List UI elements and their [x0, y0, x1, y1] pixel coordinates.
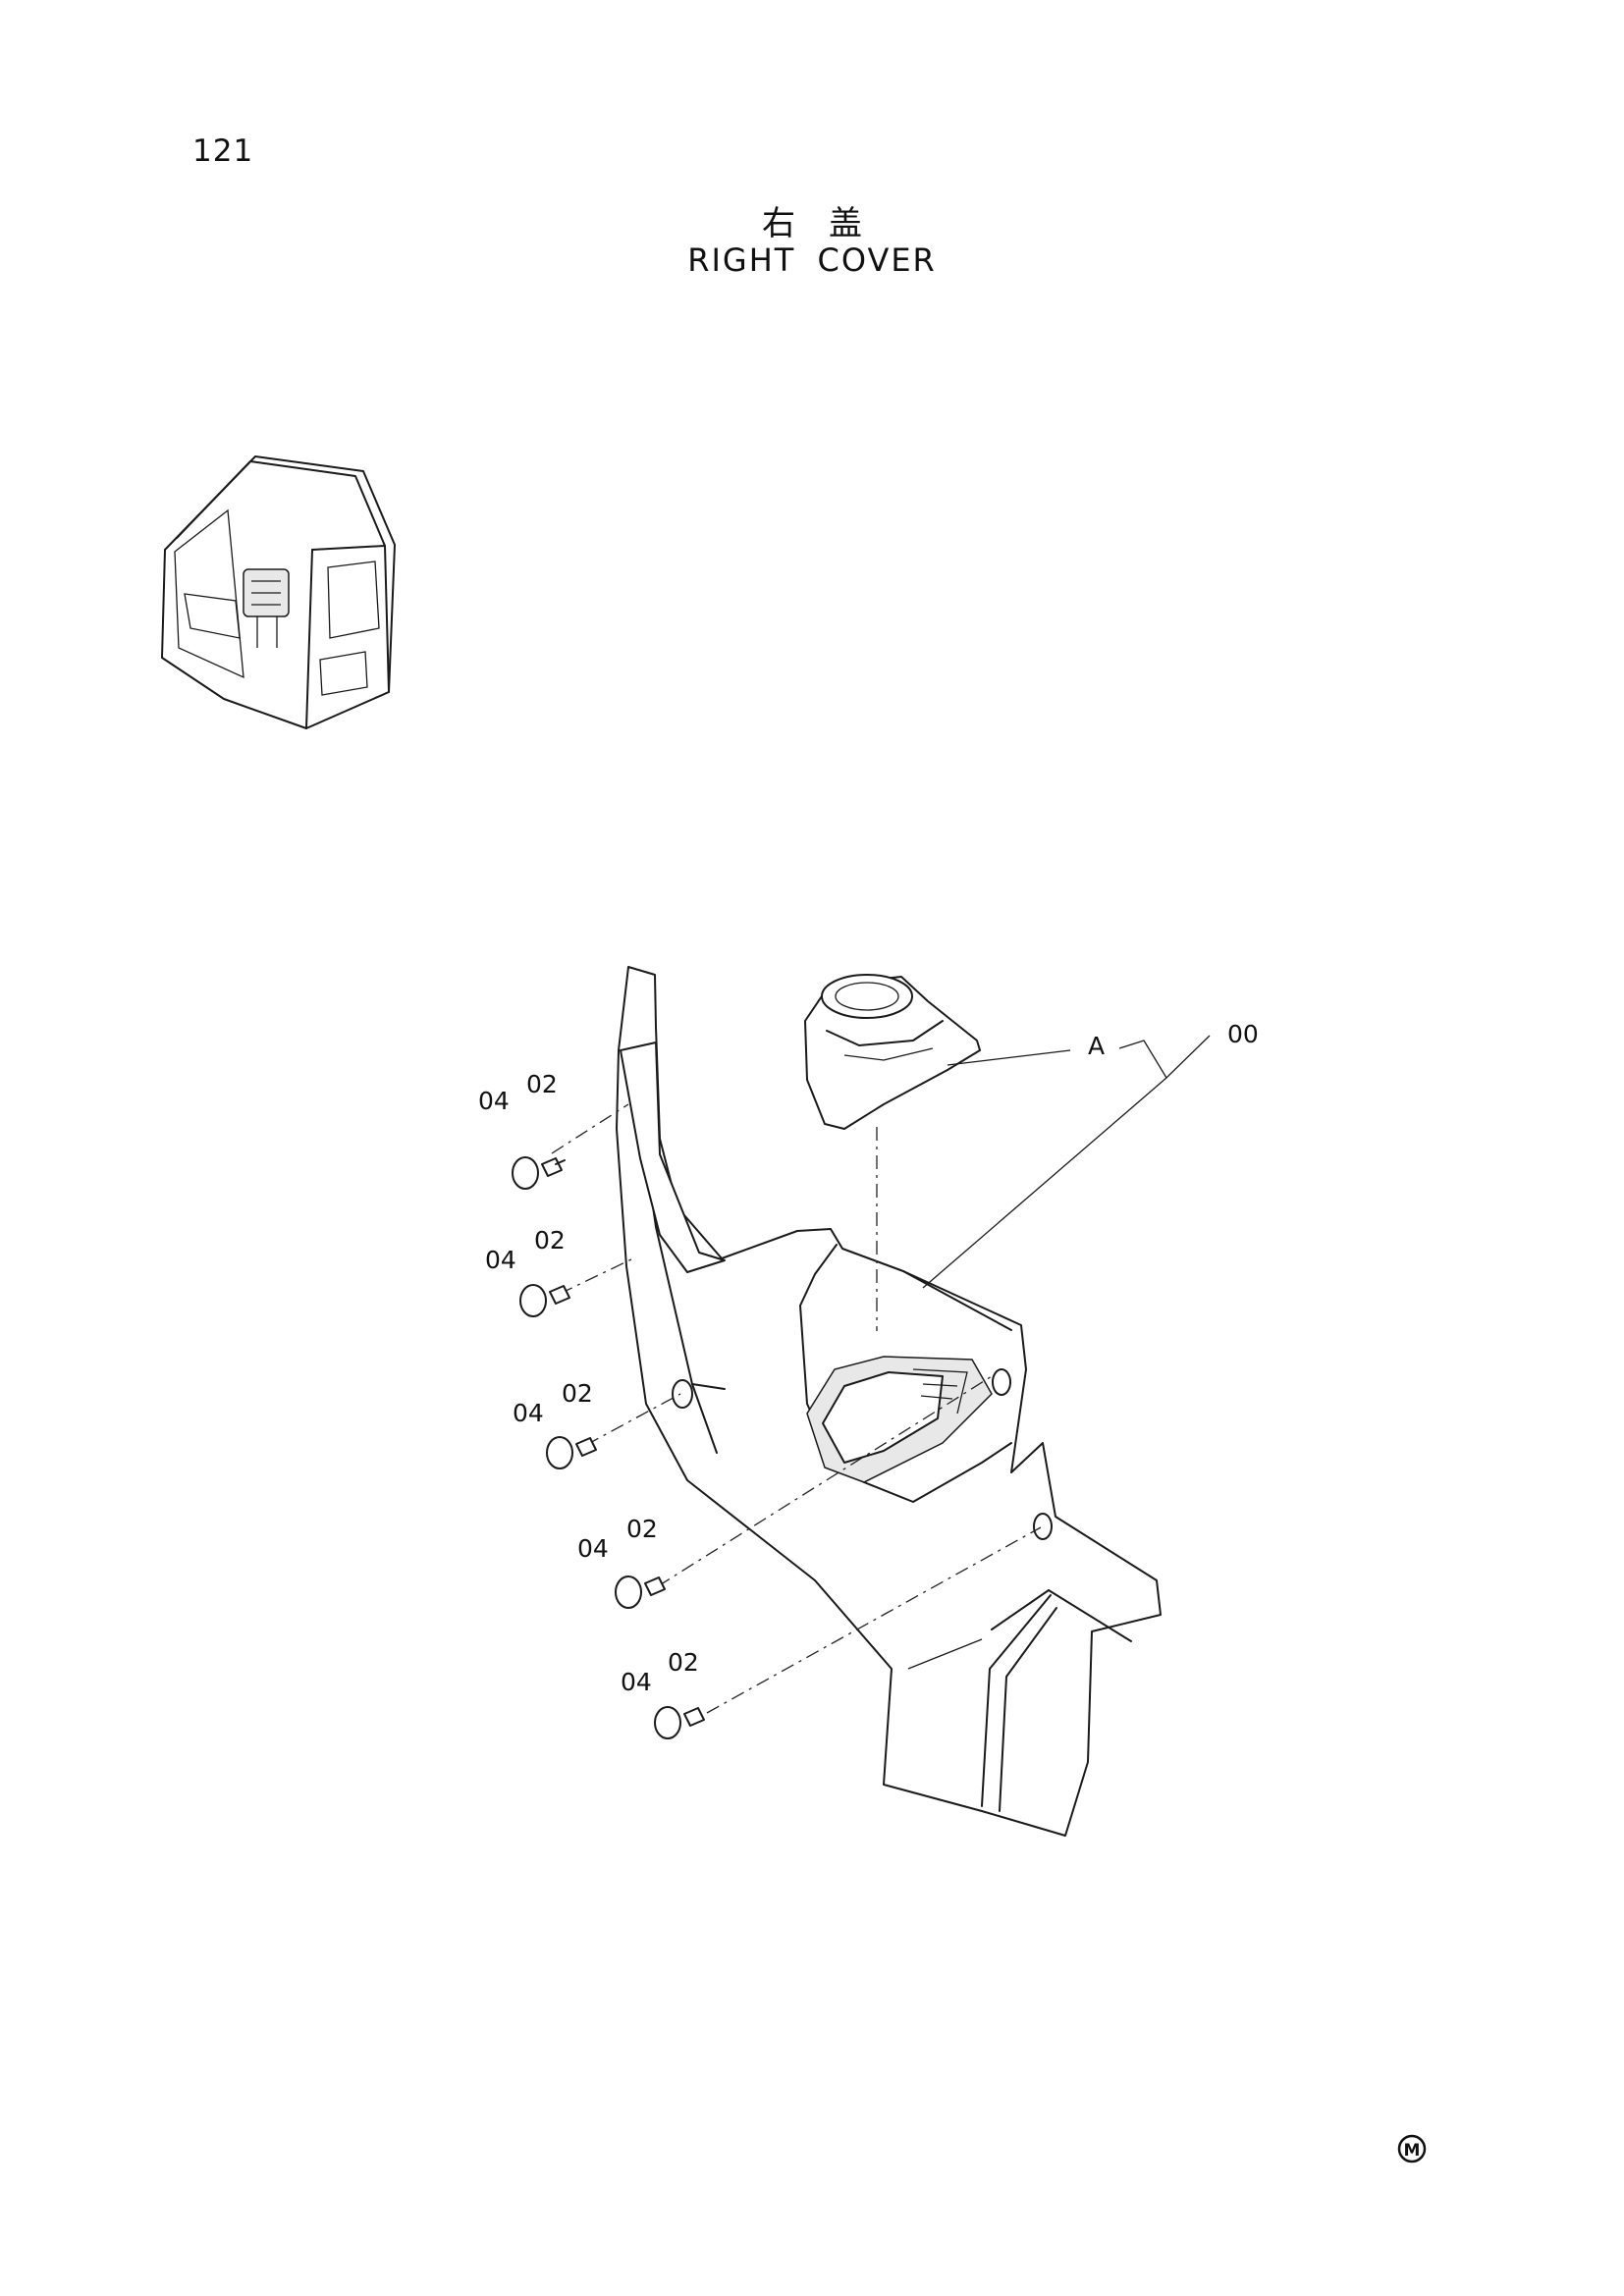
callout-04: 04 [621, 1668, 652, 1696]
fastener-group-3 [546, 1436, 597, 1469]
right-cover-drawing [616, 966, 1162, 1837]
callout-04: 04 [478, 1087, 510, 1115]
callout-04: 04 [577, 1534, 609, 1563]
part-a-duct [804, 974, 981, 1130]
fastener-group-4 [615, 1575, 666, 1609]
fastener-group-1 [512, 1156, 566, 1190]
callout-a: A [1088, 1032, 1105, 1060]
page-number: 121 [192, 133, 254, 169]
title-chinese: 右盖 [762, 204, 895, 243]
fastener-group-5 [654, 1706, 705, 1739]
callout-02: 02 [668, 1648, 699, 1677]
cab-overview-illustration [161, 455, 396, 729]
callout-02: 02 [626, 1515, 658, 1543]
leader-lines [551, 1035, 1211, 1714]
callout-00: 00 [1227, 1020, 1259, 1048]
callout-02: 02 [534, 1226, 566, 1255]
fastener-group-2 [519, 1284, 570, 1317]
title-english: RIGHT COVER [687, 241, 937, 279]
callout-labels: 00 A 04 02 04 02 04 02 04 02 04 02 [478, 1020, 1259, 1696]
callout-04: 04 [513, 1399, 544, 1427]
callout-04: 04 [485, 1246, 516, 1274]
callout-02: 02 [526, 1070, 558, 1098]
callout-02: 02 [562, 1379, 593, 1408]
corner-mark-letter: M [1404, 2141, 1421, 2161]
corner-mark: M [1397, 2134, 1427, 2163]
